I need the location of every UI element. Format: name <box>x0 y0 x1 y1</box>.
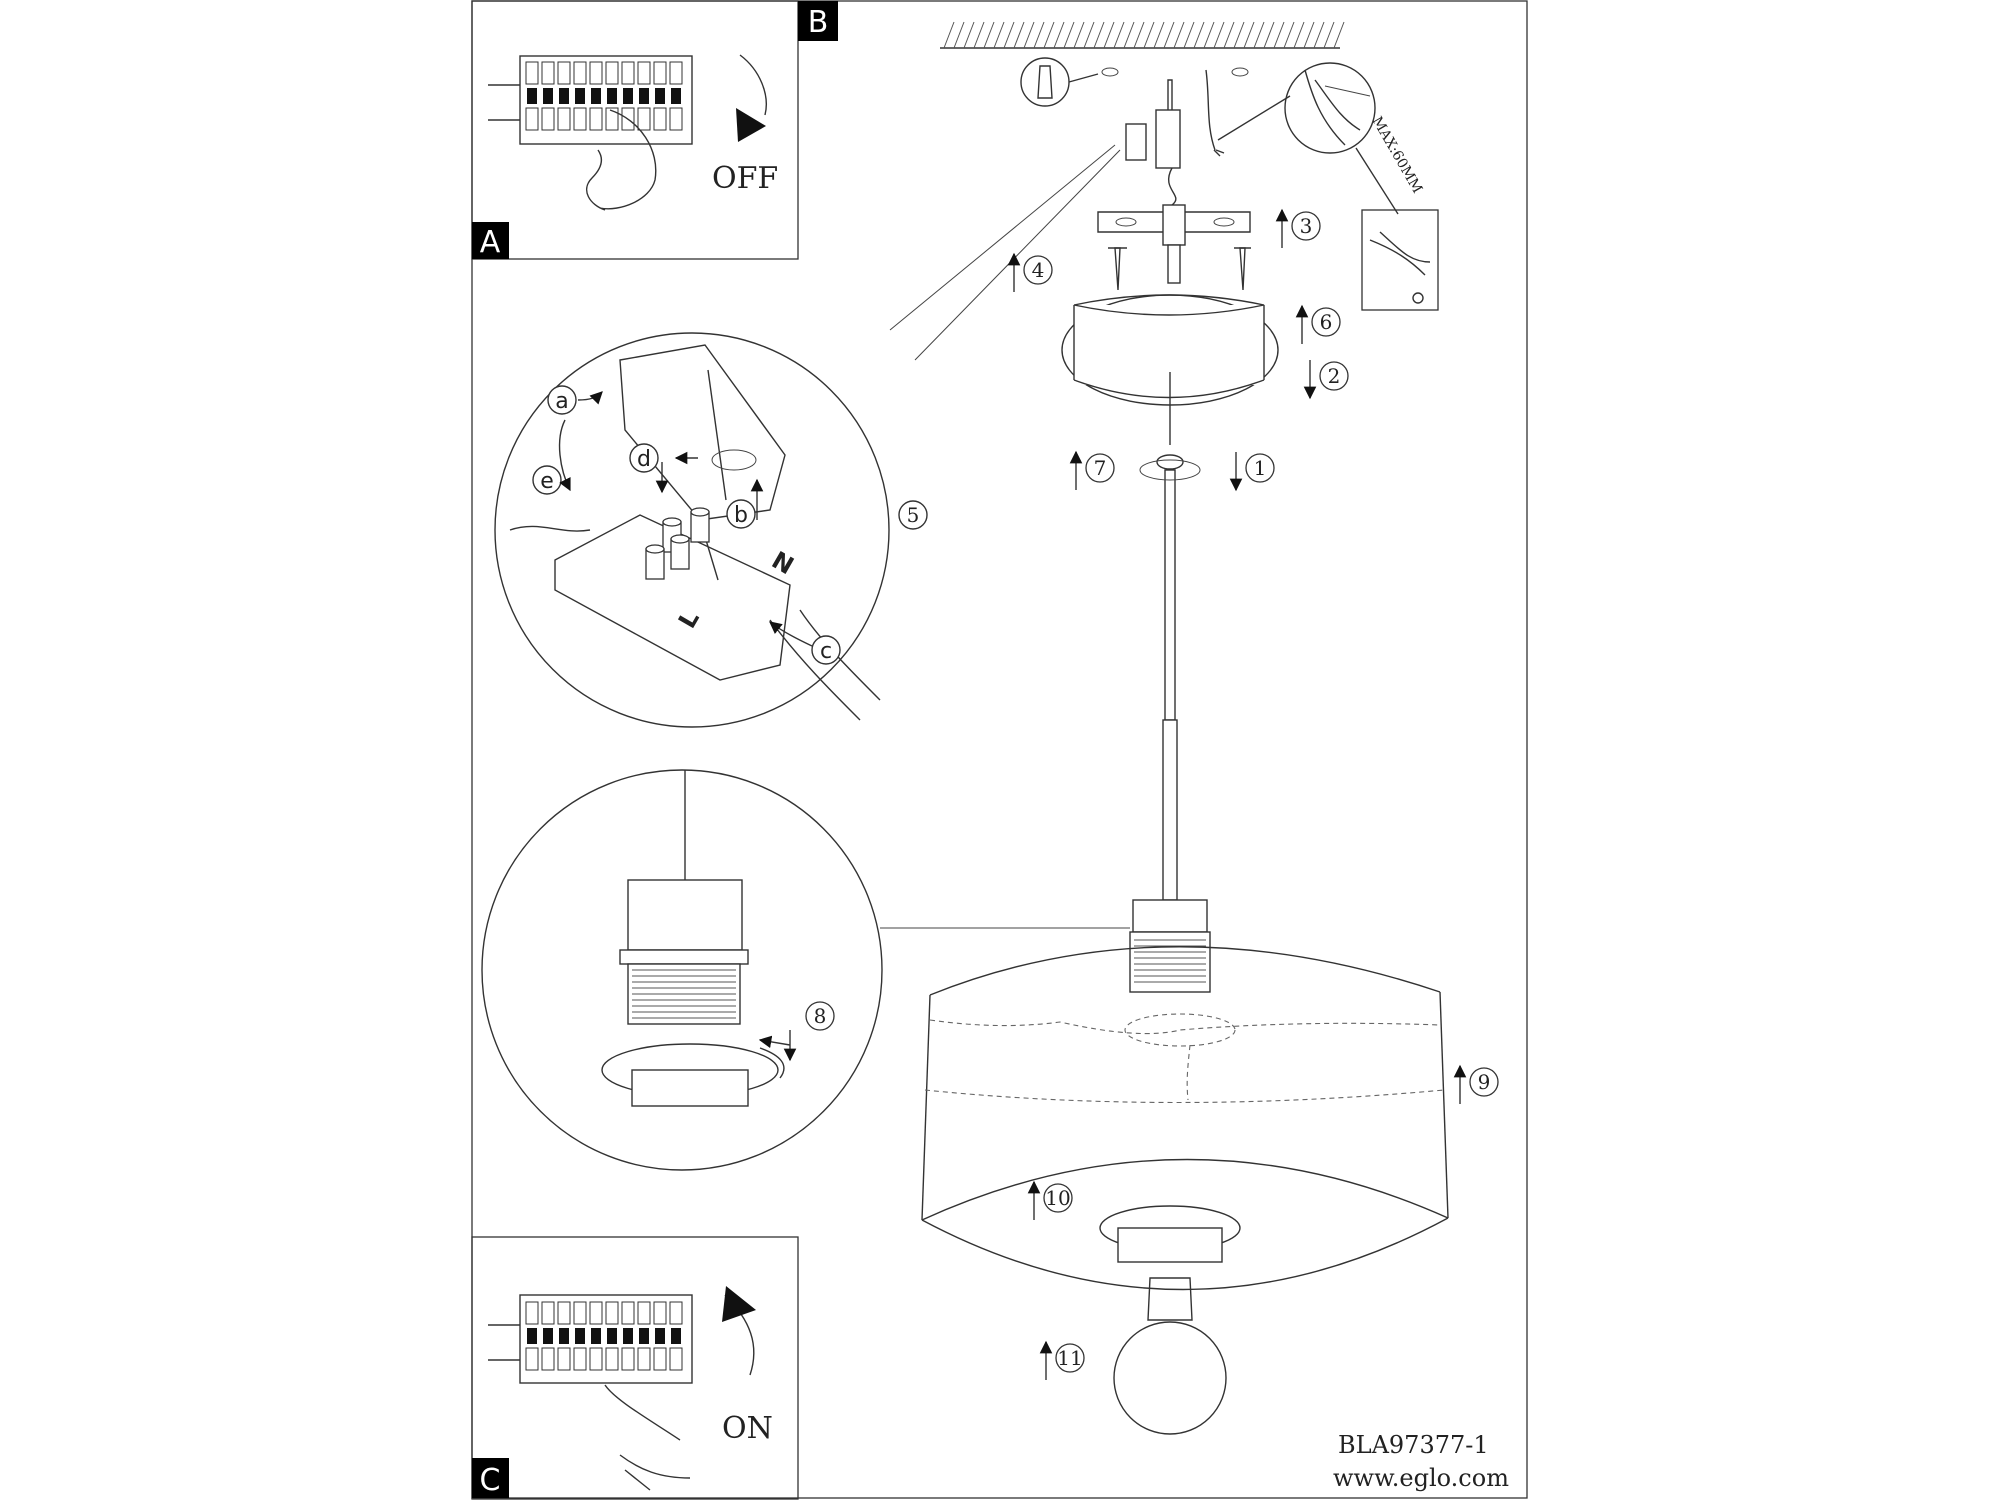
wiring-letter-d: d <box>629 443 698 494</box>
label-a-box <box>472 222 509 259</box>
panel-c-switch-on: ON C <box>471 1236 799 1500</box>
step-4: 4 <box>1007 252 1053 292</box>
svg-text:a: a <box>555 389 568 414</box>
svg-text:b: b <box>734 503 748 528</box>
svg-text:c: c <box>820 639 832 664</box>
wiring-letter-b: b <box>726 478 764 529</box>
terminal-n: N <box>767 546 798 580</box>
canopy <box>1061 294 1279 406</box>
wiring-letter-c: c <box>769 621 841 665</box>
wall-plug-detail <box>1020 57 1249 107</box>
wiring-letter-e: e <box>532 419 571 495</box>
svg-text:7: 7 <box>1094 456 1107 480</box>
arrow-up-icon <box>722 1286 756 1322</box>
wiring-letter-a: a <box>547 385 603 415</box>
switch-off-text: OFF <box>712 161 778 196</box>
svg-text:2: 2 <box>1328 364 1341 388</box>
pendant-rod <box>1139 372 1201 901</box>
mounting-bracket <box>1097 69 1291 284</box>
max-depth-text: MAX:60MM <box>1369 114 1426 196</box>
wire-detail-frame <box>1361 209 1439 311</box>
model-code: BLA97377-1 <box>1338 1431 1489 1459</box>
label-b: B <box>808 5 829 40</box>
svg-text:1: 1 <box>1254 456 1267 480</box>
svg-text:4: 4 <box>1032 258 1045 282</box>
step-10: 10 <box>1027 1180 1073 1220</box>
switch-on-text: ON <box>722 1411 773 1446</box>
step-6: 6 <box>1295 304 1341 344</box>
step-9: 9 <box>1453 1064 1499 1104</box>
step-2: 2 <box>1303 360 1349 400</box>
svg-text:8: 8 <box>814 1004 827 1028</box>
max-depth-detail: MAX:60MM <box>1284 62 1439 311</box>
page-frame <box>471 0 1528 1499</box>
panel-a-switch-off: OFF A <box>471 0 799 260</box>
svg-text:11: 11 <box>1057 1346 1082 1370</box>
step-3: 3 <box>1275 208 1321 248</box>
label-b-box <box>798 1 838 41</box>
fuse-box <box>488 55 693 145</box>
step-5: 5 <box>898 500 928 530</box>
label-a: A <box>480 225 501 260</box>
svg-text:d: d <box>637 447 651 472</box>
svg-text:10: 10 <box>1045 1186 1070 1210</box>
step-8: 8 <box>805 1001 835 1031</box>
arrow-down-icon <box>736 108 766 142</box>
socket-detail-circle <box>481 769 1130 1171</box>
label-c: C <box>480 1463 501 1498</box>
panel-a-frame <box>471 0 799 260</box>
screws <box>1108 247 1251 291</box>
label-c-box <box>472 1458 509 1498</box>
step-7: 7 <box>1069 450 1115 490</box>
panel-c-frame <box>471 1236 799 1500</box>
svg-text:3: 3 <box>1300 214 1313 238</box>
lamp-shade <box>921 899 1449 1435</box>
wiring-detail-circle: a b c d e N L 5 <box>494 144 1121 728</box>
svg-text:5: 5 <box>907 503 920 527</box>
website: www.eglo.com <box>1333 1464 1509 1492</box>
step-11: 11 <box>1039 1340 1085 1380</box>
svg-text:e: e <box>540 469 554 494</box>
hand-icon <box>586 109 657 211</box>
label-b-group: B <box>798 1 838 41</box>
ceiling-hatch <box>940 21 1345 49</box>
svg-text:9: 9 <box>1478 1070 1491 1094</box>
svg-text:6: 6 <box>1320 310 1333 334</box>
step-1: 1 <box>1229 452 1275 492</box>
hand-icon <box>604 1384 691 1491</box>
